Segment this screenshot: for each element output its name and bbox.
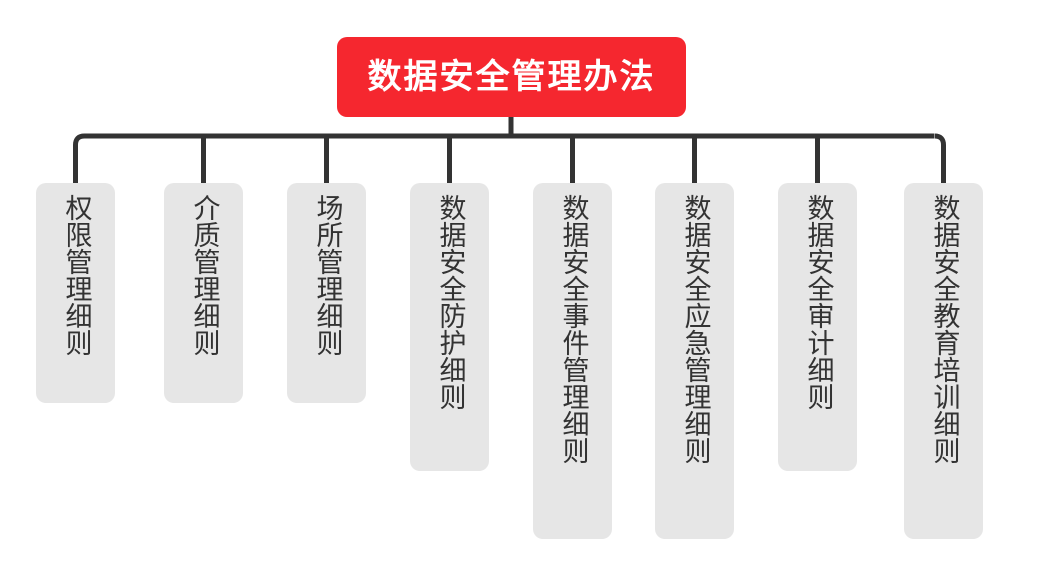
child-node-2[interactable]: 介质管理细则: [164, 183, 243, 403]
root-node[interactable]: 数据安全管理办法: [337, 37, 686, 117]
child-node-4[interactable]: 数据安全防护细则: [410, 183, 489, 471]
child-node-6[interactable]: 数据安全应急管理细则: [655, 183, 734, 539]
child-node-label: 数据安全教育培训细则: [928, 194, 960, 464]
child-node-label: 权限管理细则: [60, 194, 92, 356]
child-connector-8: [934, 133, 946, 183]
child-node-1[interactable]: 权限管理细则: [36, 183, 115, 403]
child-node-7[interactable]: 数据安全审计细则: [778, 183, 857, 471]
child-node-label: 数据安全应急管理细则: [679, 194, 711, 464]
child-node-label: 数据安全事件管理细则: [557, 194, 589, 464]
child-node-3[interactable]: 场所管理细则: [287, 183, 366, 403]
child-node-label: 数据安全防护细则: [434, 194, 466, 410]
child-node-label: 场所管理细则: [311, 194, 343, 356]
child-node-label: 介质管理细则: [188, 194, 220, 356]
root-node-label: 数据安全管理办法: [367, 57, 656, 97]
child-node-8[interactable]: 数据安全教育培训细则: [904, 183, 983, 539]
child-node-5[interactable]: 数据安全事件管理细则: [533, 183, 612, 539]
child-node-label: 数据安全审计细则: [802, 194, 834, 410]
child-connector-1: [73, 133, 85, 183]
